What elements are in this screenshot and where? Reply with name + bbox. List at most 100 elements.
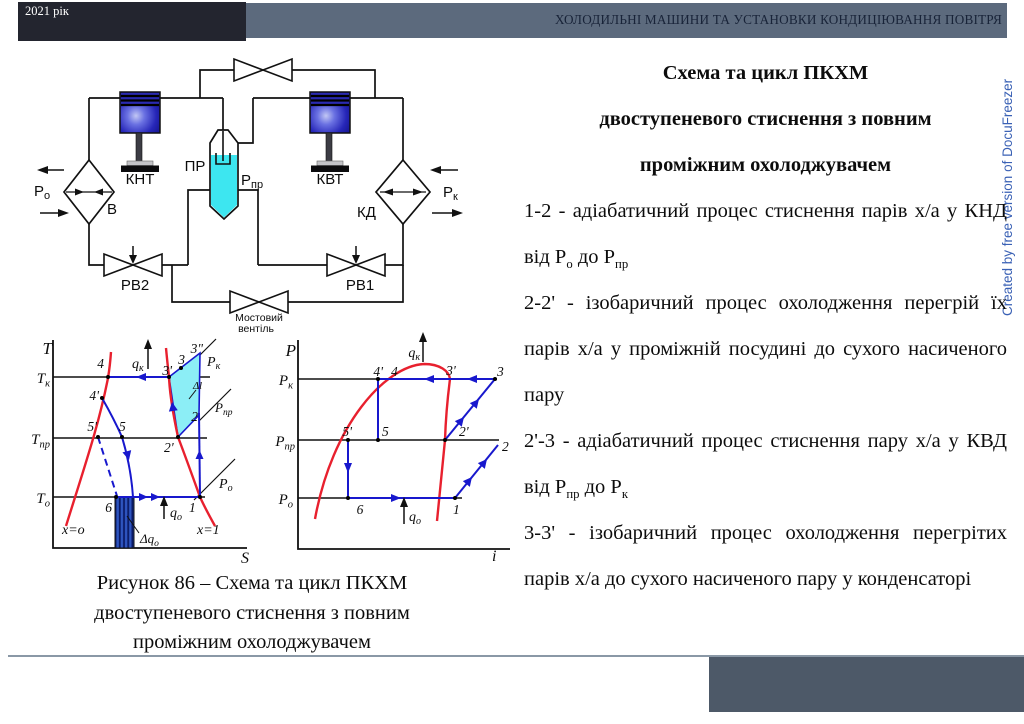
title-line: проміжним охолоджувачем [639, 154, 892, 176]
dqo-label: Δqо [139, 531, 159, 549]
svg-text:3: 3 [496, 364, 504, 379]
caption-line: Рисунок 86 – Схема та цикл ПКХМ [96, 572, 408, 594]
process-paragraph: 1-2 - адіабатичний процес стиснення парі… [524, 200, 1007, 272]
cycle-arrows [122, 373, 204, 501]
air-out-arrow [37, 166, 48, 174]
process-paragraph: 2-2' - ізобаричний процес охолодження пе… [524, 292, 1007, 406]
svg-text:5: 5 [382, 424, 389, 439]
header-year: 2021 рік [25, 4, 69, 18]
title-line: Схема та цикл ПКХМ [662, 62, 869, 84]
liquid-level [211, 155, 237, 218]
state-points [346, 377, 497, 500]
svg-text:1: 1 [189, 500, 196, 515]
footer-block [709, 657, 1024, 712]
compressor-low-icon [118, 90, 162, 174]
svg-text:2: 2 [191, 409, 198, 424]
evaporator-label: В [107, 201, 117, 218]
tk-tick: Тк [37, 371, 50, 390]
valve-left-label: РВ2 [121, 277, 149, 294]
header-course-title: ХОЛОДИЛЬНІ МАШИНИ ТА УСТАНОВКИ КОНДИЦІЮВ… [554, 12, 1002, 27]
tpr-tick: Тпр [31, 432, 50, 451]
title-line: двоступеневого стиснення з повним [599, 108, 932, 130]
valve-right-label: РВ1 [346, 277, 374, 294]
svg-text:3: 3 [177, 352, 185, 367]
svg-text:4': 4' [89, 388, 100, 403]
rk-tick: Рк [278, 373, 293, 392]
bypass-valve-top [233, 58, 293, 82]
expansion-valve-right [326, 246, 386, 277]
svg-text:6: 6 [105, 500, 112, 515]
evap-pressure-label: Ро [34, 183, 50, 202]
svg-text:1: 1 [453, 502, 460, 517]
qk-label: qк [132, 357, 144, 374]
svg-text:2': 2' [164, 440, 175, 455]
ts-x-axis-label: S [241, 550, 249, 565]
cycle-arrows [344, 375, 487, 502]
vessel-label: ПР [185, 158, 206, 175]
bridge-valve-label-2: вентіль [238, 323, 274, 335]
svg-text:6: 6 [357, 502, 364, 517]
process-paragraph: 3-3' - ізобаричний процес охолодження пе… [524, 522, 1007, 590]
right-panel: Схема та цикл ПКХМ двоступеневого стиснен… [524, 50, 1007, 602]
svg-text:3": 3" [190, 341, 204, 356]
saturation-dome [313, 362, 452, 522]
figure-graphics: КНТ КВТ ПР Рпр В Ро КД Рк РВ2 РВ1 Мостов… [31, 58, 510, 565]
expansion-valve-left [103, 246, 163, 277]
rpr-tick: Рпр [274, 434, 295, 453]
svg-text:5: 5 [119, 419, 126, 434]
pi-y-axis-label: Р [285, 341, 296, 360]
ts-point-labels: 4 4' 3" 3 3' 2 2' 5' 5 6 1 [87, 341, 203, 515]
intermediate-vessel [209, 129, 239, 221]
ts-y-axis-label: Т [43, 339, 54, 358]
bridge-valve [229, 290, 289, 314]
bridge-valve-label-1: Мостовий [235, 312, 283, 324]
svg-text:4: 4 [97, 356, 104, 371]
ts-labels: Т S Тк Тпр То Рк Рпр Ро qк qо Δqо Δl х=о… [31, 339, 249, 565]
footer-divider [8, 655, 1024, 657]
compressor-high-label: КВТ [317, 171, 344, 188]
rk-isobar-label: Рк [206, 355, 221, 372]
process-list: 1-2 - адіабатичний процес стиснення парі… [524, 188, 1007, 602]
to-tick: То [36, 491, 50, 510]
figure-caption: Рисунок 86 – Схема та цикл ПКХМ двоступен… [12, 569, 492, 658]
svg-text:3': 3' [161, 363, 173, 378]
qk-label: qк [408, 346, 420, 363]
vessel-pressure-label: Рпр [241, 172, 263, 191]
qo-label: qо [409, 510, 421, 527]
quality-zero-label: х=о [61, 523, 85, 538]
condenser-symbol [374, 158, 463, 226]
schematic-labels: КНТ КВТ ПР Рпр В Ро КД Рк РВ2 РВ1 Мостов… [34, 158, 458, 335]
pi-diagram: Р i Рк Рпр Ро qк qо 4' 4 3' 3 5' 5 2' 2 … [274, 332, 510, 565]
caption-line: проміжним охолоджувачем [133, 631, 371, 653]
ro-tick: Ро [278, 492, 293, 511]
svg-text:4: 4 [391, 364, 398, 379]
state-points [96, 366, 202, 499]
rpr-isobar-label: Рпр [214, 400, 233, 418]
ts-diagram: Т S Тк Тпр То Рк Рпр Ро qк qо Δqо Δl х=о… [31, 338, 249, 565]
svg-text:2': 2' [459, 424, 470, 439]
compressor-low-label: КНТ [126, 171, 155, 188]
svg-text:3': 3' [445, 363, 457, 378]
ro-isobar-label: Ро [218, 477, 233, 494]
dl-label: Δl [192, 381, 202, 392]
svg-text:2: 2 [502, 439, 509, 454]
svg-text:5': 5' [87, 419, 98, 434]
air-in-arrow [58, 209, 69, 217]
pi-point-labels: 4' 4 3' 3 5' 5 2' 2 6 1 [342, 363, 509, 517]
evaporator-symbol [37, 158, 116, 226]
air-in-arrow [430, 166, 441, 174]
process-paragraph: 2'-3 - адіабатичний процес стиснення пар… [524, 430, 1007, 502]
pi-x-axis-label: i [492, 548, 496, 565]
saturated-liquid-curve [64, 351, 113, 527]
caption-line: двоступеневого стиснення з повним [94, 601, 410, 624]
svg-text:4': 4' [373, 364, 384, 379]
air-out-arrow [452, 209, 463, 217]
header-year-box [18, 2, 246, 41]
condenser-label: КД [357, 204, 376, 221]
refrigeration-schematic: КНТ КВТ ПР Рпр В Ро КД Рк РВ2 РВ1 Мостов… [34, 58, 463, 335]
svg-text:5': 5' [342, 424, 353, 439]
compressor-high-icon [308, 90, 352, 174]
panel-title: Схема та цикл ПКХМ двоступеневого стиснен… [524, 50, 1007, 188]
qo-label: qо [170, 506, 182, 523]
